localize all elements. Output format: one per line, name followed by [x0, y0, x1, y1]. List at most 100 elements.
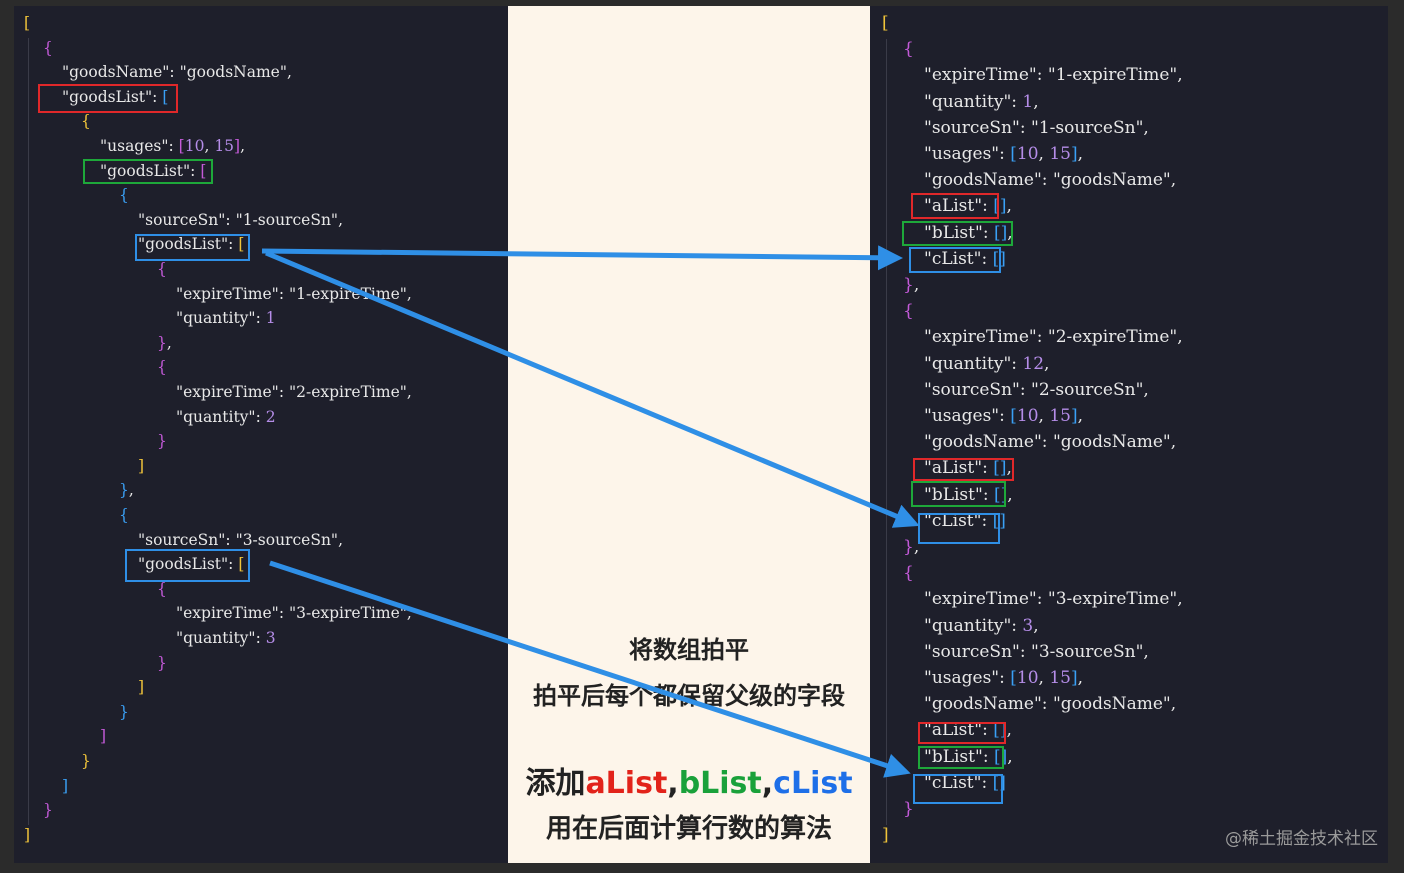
code-token: : [981, 248, 993, 269]
caption-sep-2: , [761, 766, 774, 801]
code-token: 12 [1022, 353, 1045, 374]
right-code-line: }, [903, 537, 919, 557]
code-token: ] [1071, 406, 1078, 426]
box-goodslist-inner-1 [135, 234, 250, 261]
code-token: : [1019, 117, 1031, 138]
code-token: "3-sourceSn" [235, 530, 339, 549]
code-token: [ [162, 87, 169, 106]
box-goodslist-mid [83, 159, 213, 184]
code-token: , [128, 481, 134, 500]
code-token: , [1177, 327, 1183, 348]
code-token: "expireTime" [176, 604, 279, 623]
right-code-line: } [903, 799, 914, 819]
code-token: : [278, 383, 289, 401]
right-code-line: "goodsName": "goodsName", [924, 694, 1176, 714]
left-code-line: "expireTime": "1-expireTime", [176, 284, 412, 304]
code-token: : [152, 87, 163, 106]
code-token: "bList" [924, 746, 983, 767]
code-token: 3 [1022, 615, 1034, 636]
right-code-line: "aList": [], [924, 720, 1012, 740]
code-token: } [157, 333, 167, 352]
code-token: ] [138, 678, 145, 697]
code-token: "goodsList" [138, 555, 229, 574]
code-token: [ [178, 137, 185, 155]
right-code-line: [ [882, 13, 889, 33]
left-code-line: { [157, 579, 167, 599]
code-token: , [1143, 641, 1149, 662]
caption-add-prefix: 添加 [525, 766, 586, 801]
left-code-line: { [81, 111, 91, 131]
code-token: , [406, 604, 412, 623]
code-token: , [1177, 589, 1183, 610]
caption-sep-1: , [667, 766, 679, 801]
code-token: "sourceSn" [924, 117, 1020, 138]
code-token: [ [1010, 144, 1017, 164]
code-token: "1-expireTime" [288, 284, 407, 303]
code-token: ] [62, 776, 69, 795]
code-token: : [1041, 694, 1053, 715]
code-token: , [1177, 65, 1183, 86]
box-goodslist-top [38, 84, 178, 113]
code-token: , [1033, 91, 1039, 112]
code-token: , [338, 530, 343, 549]
code-token: 1 [1022, 91, 1034, 112]
code-token: ] [100, 727, 107, 746]
code-token: "aList" [924, 196, 983, 217]
caption-add-lists: 添加aList,bList,cList [508, 758, 870, 802]
right-code-line: "bList": [], [924, 485, 1013, 505]
code-token: "quantity" [924, 353, 1012, 374]
code-token: "quantity" [176, 407, 256, 426]
code-token: 1 [265, 309, 276, 328]
code-token: 10 [184, 137, 205, 155]
code-token: : [1041, 432, 1053, 453]
left-code-line: "goodsList": [ [138, 554, 244, 574]
caption-row-count-algorithm: 用在后面计算行数的算法 [545, 814, 832, 844]
right-code-panel: [{"expireTime": "1-expireTime","quantity… [870, 6, 1388, 863]
code-token: } [81, 752, 91, 770]
code-token: : [228, 555, 239, 574]
code-token: : [999, 668, 1011, 688]
code-token: : [982, 222, 994, 243]
left-code-line: { [157, 357, 167, 377]
code-token: "goodsList" [138, 235, 229, 254]
code-token: : [1036, 327, 1048, 348]
code-token: , [240, 137, 246, 155]
box-alist-1 [911, 193, 999, 219]
code-token: [] [993, 720, 1007, 741]
left-code-line: } [119, 702, 129, 722]
left-code-line: } [157, 653, 167, 673]
code-token: "aList" [924, 458, 983, 479]
left-code-line: ] [100, 726, 106, 746]
code-token: : [982, 458, 994, 479]
left-code-line: "goodsList": [ [62, 87, 168, 107]
code-token: , [1143, 379, 1149, 400]
left-code-line: { [119, 505, 129, 525]
code-token: "aList" [924, 720, 983, 741]
right-code-line: "quantity": 3, [924, 616, 1039, 636]
code-token: } [157, 432, 167, 451]
code-token: : [1036, 65, 1048, 86]
code-token: , [1143, 117, 1149, 138]
left-code-line: "expireTime": "3-expireTime", [176, 603, 412, 623]
code-token: : [981, 510, 993, 531]
code-token: "quantity" [924, 615, 1012, 636]
code-token: { [157, 358, 167, 377]
code-token: : [999, 144, 1011, 164]
code-token: [ [238, 235, 245, 254]
code-token: , [1077, 144, 1084, 164]
code-token: : [999, 406, 1011, 426]
code-token: "2-expireTime" [1047, 327, 1178, 348]
code-token: "expireTime" [176, 383, 279, 401]
left-code-line: } [157, 431, 167, 451]
caption-panel: 将数组拍平 拍平后每个都保留父级的字段 添加aList,bList,cList … [508, 6, 870, 863]
code-token: , [1006, 196, 1012, 217]
box-blist-2 [911, 481, 1006, 507]
code-token: "quantity" [176, 629, 256, 647]
left-code-line: "goodsList": [ [100, 161, 206, 181]
right-code-line: "expireTime": "1-expireTime", [924, 65, 1183, 85]
box-blist-1 [902, 221, 1013, 246]
left-code-line: { [119, 185, 129, 205]
code-token: : [1036, 589, 1048, 610]
code-token: "bList" [924, 222, 983, 243]
code-token: , [1007, 222, 1013, 243]
